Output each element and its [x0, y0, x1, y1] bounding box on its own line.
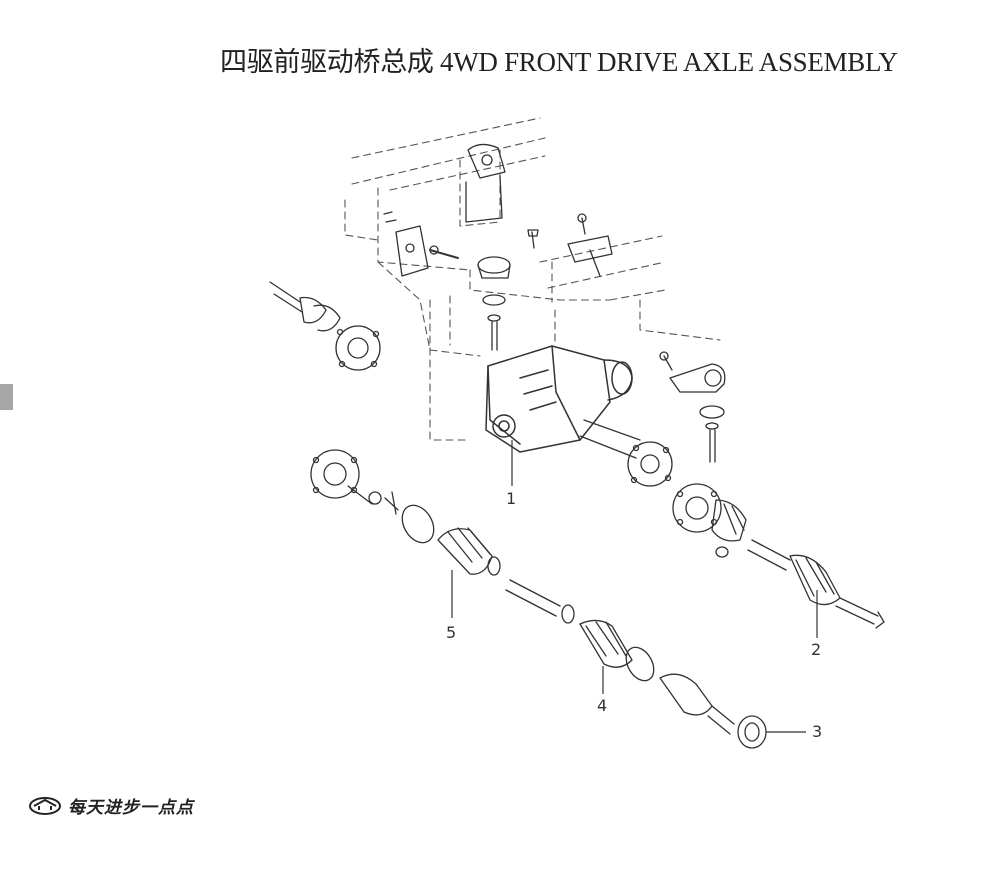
left-shaft-upper [269, 281, 381, 371]
frame-bracket-top [465, 143, 506, 223]
callout-2: 2 [811, 640, 821, 659]
callout-4: 4 [597, 696, 607, 715]
mount-bolts [527, 213, 673, 371]
differential-housing [485, 345, 633, 453]
callout-1: 1 [506, 489, 516, 508]
right-mount-arm [669, 363, 726, 463]
footer-logo: 每天进步一点点 [28, 793, 194, 818]
center-mount-cushion [477, 256, 511, 351]
left-drive-shaft [310, 449, 767, 749]
brand-emblem-icon [29, 796, 61, 815]
callout-3: 3 [812, 722, 822, 741]
right-drive-shaft [672, 483, 885, 629]
axle-tube [579, 419, 673, 487]
left-mount-bracket [383, 211, 459, 277]
callout-leaders [451, 440, 818, 733]
footer-slogan: 每天进步一点点 [68, 798, 194, 818]
page-title: 四驱前驱动桥总成 4WD FRONT DRIVE AXLE ASSEMBLY [220, 47, 898, 77]
side-index-tab [0, 384, 13, 410]
callout-5: 5 [446, 623, 456, 642]
right-frame-bracket [567, 235, 613, 277]
